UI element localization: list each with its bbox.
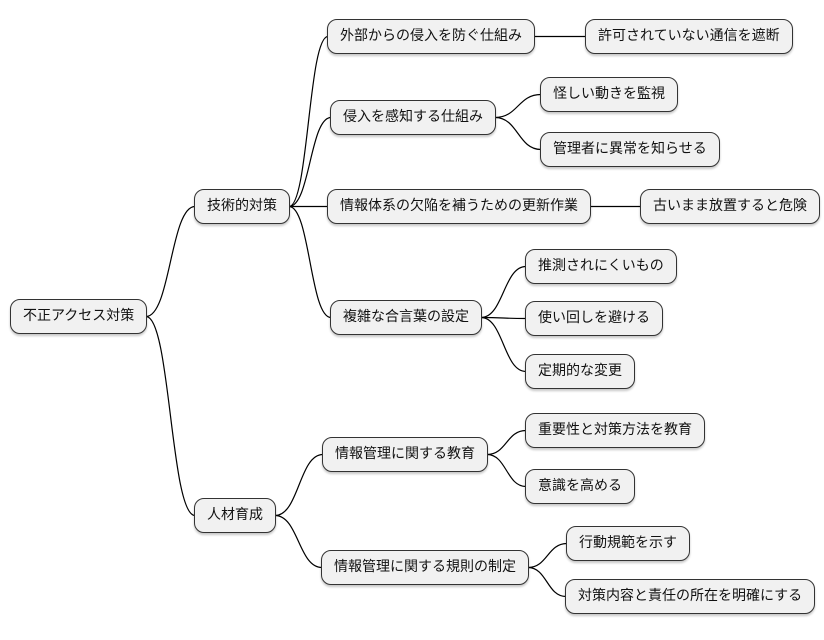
mindmap-node-aware[interactable]: 意識を高める [525, 469, 635, 504]
mindmap-link [274, 453, 324, 517]
mindmap-node-monitor[interactable]: 怪しい動きを監視 [540, 77, 678, 112]
mindmap-node-danger[interactable]: 古いまま放置すると危険 [640, 189, 820, 224]
mindmap-node-rules[interactable]: 情報管理に関する規則の制定 [321, 550, 529, 585]
mindmap-link [145, 315, 196, 517]
mindmap-node-tech[interactable]: 技術的対策 [194, 189, 290, 224]
mindmap-link [494, 116, 542, 151]
mindmap-link [527, 566, 567, 598]
mindmap-node-root[interactable]: 不正アクセス対策 [10, 299, 148, 334]
mindmap-link [145, 205, 196, 318]
mindmap-link [486, 429, 527, 456]
mindmap-node-conduct[interactable]: 行動規範を示す [566, 526, 690, 561]
mindmap-node-edu[interactable]: 情報管理に関する教育 [322, 437, 488, 472]
mindmap-node-hr[interactable]: 人材育成 [194, 498, 276, 533]
mindmap-node-alert[interactable]: 管理者に異常を知らせる [540, 132, 720, 167]
mindmap-link [527, 542, 568, 569]
mindmap-link [480, 265, 527, 319]
mindmap-node-reuse[interactable]: 使い回しを避ける [525, 301, 663, 336]
mindmap-node-update[interactable]: 情報体系の欠陥を補うための更新作業 [327, 189, 591, 224]
mindmap-node-clarify[interactable]: 対策内容と責任の所在を明確にする [565, 579, 816, 614]
mindmap-link [494, 93, 542, 119]
mindmap-node-change[interactable]: 定期的な変更 [525, 354, 635, 389]
mindmap-node-prevent[interactable]: 外部からの侵入を防ぐ仕組み [327, 19, 535, 54]
mindmap-node-teach[interactable]: 重要性と対策方法を教育 [525, 413, 705, 448]
mindmap-node-guess[interactable]: 推測されにくいもの [525, 249, 677, 284]
mindmap-link [480, 316, 527, 373]
mindmap-node-detect[interactable]: 侵入を感知する仕組み [330, 100, 496, 135]
mindmap-link [480, 316, 527, 320]
mindmap-link [486, 453, 527, 488]
mindmap-node-password[interactable]: 複雑な合言葉の設定 [330, 300, 482, 335]
mindmap-link [288, 35, 329, 208]
mindmap-node-block[interactable]: 許可されていない通信を遮断 [585, 19, 793, 54]
mindmap-link [288, 205, 332, 319]
mindmap-link [274, 514, 323, 569]
mindmap-link [288, 116, 332, 208]
